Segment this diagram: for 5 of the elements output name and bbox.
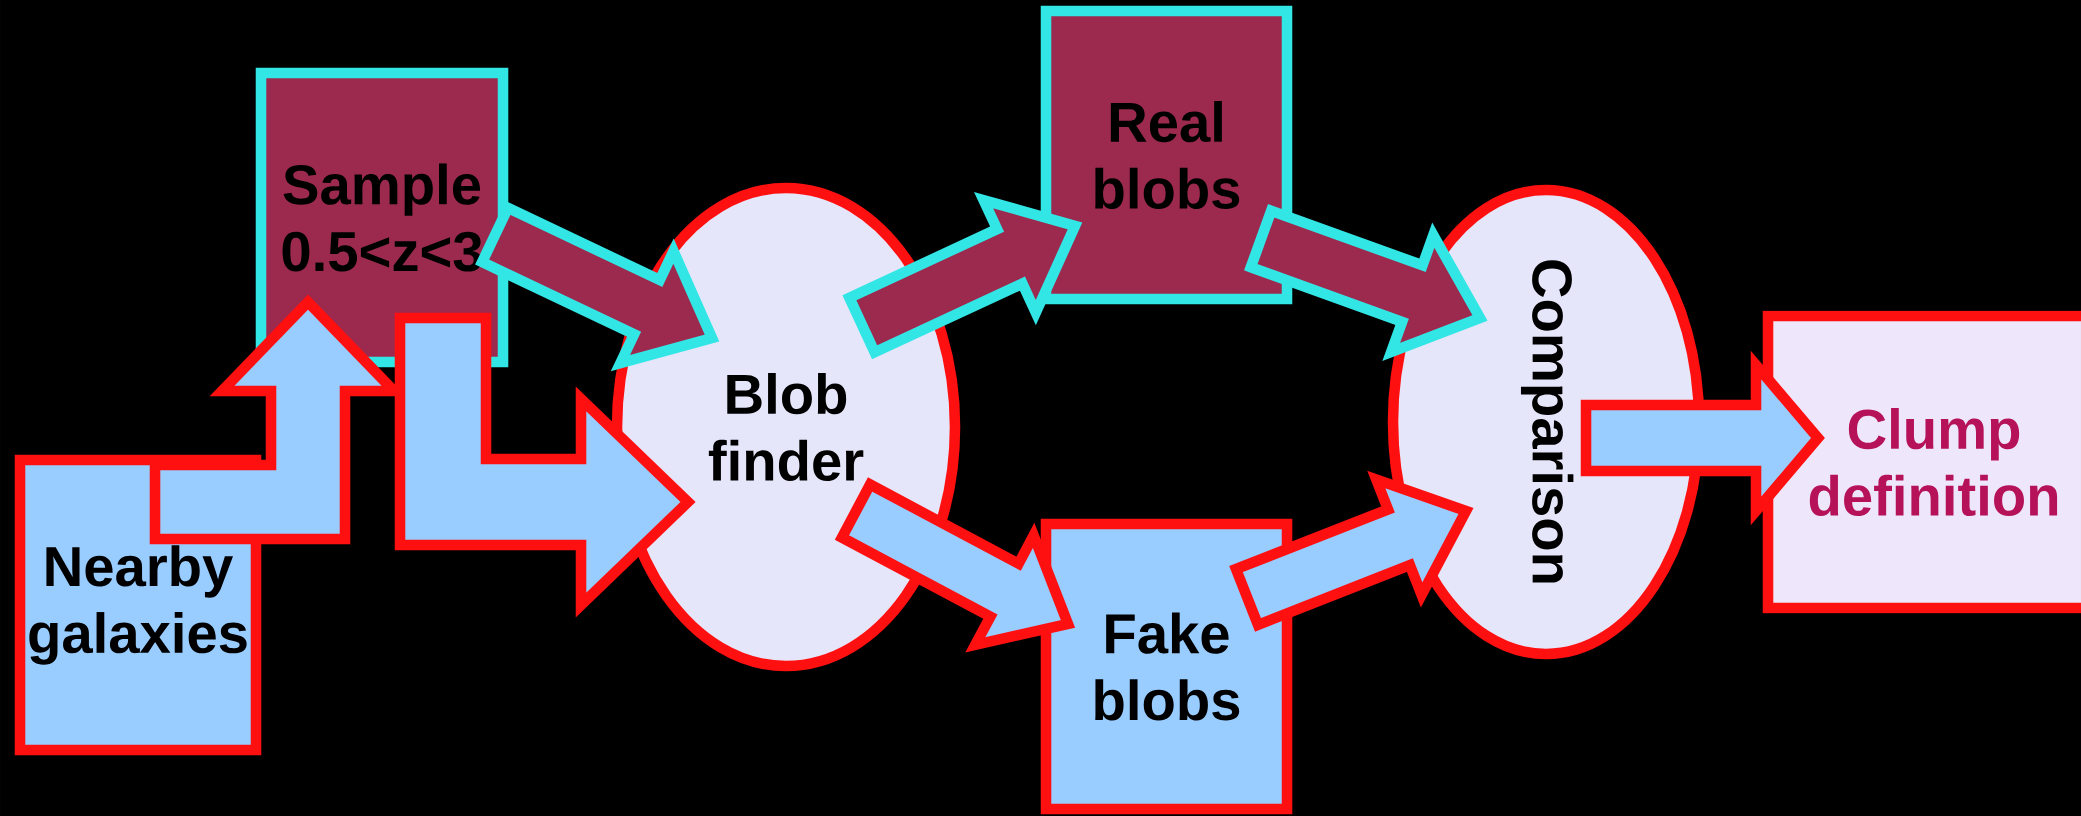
block-arrow — [1580, 350, 1825, 526]
result-box: Clump definition — [1762, 310, 2081, 614]
block-arrow — [394, 312, 696, 618]
process-box: Real blobs — [1040, 5, 1293, 305]
process-box: Fake blobs — [1040, 518, 1293, 815]
